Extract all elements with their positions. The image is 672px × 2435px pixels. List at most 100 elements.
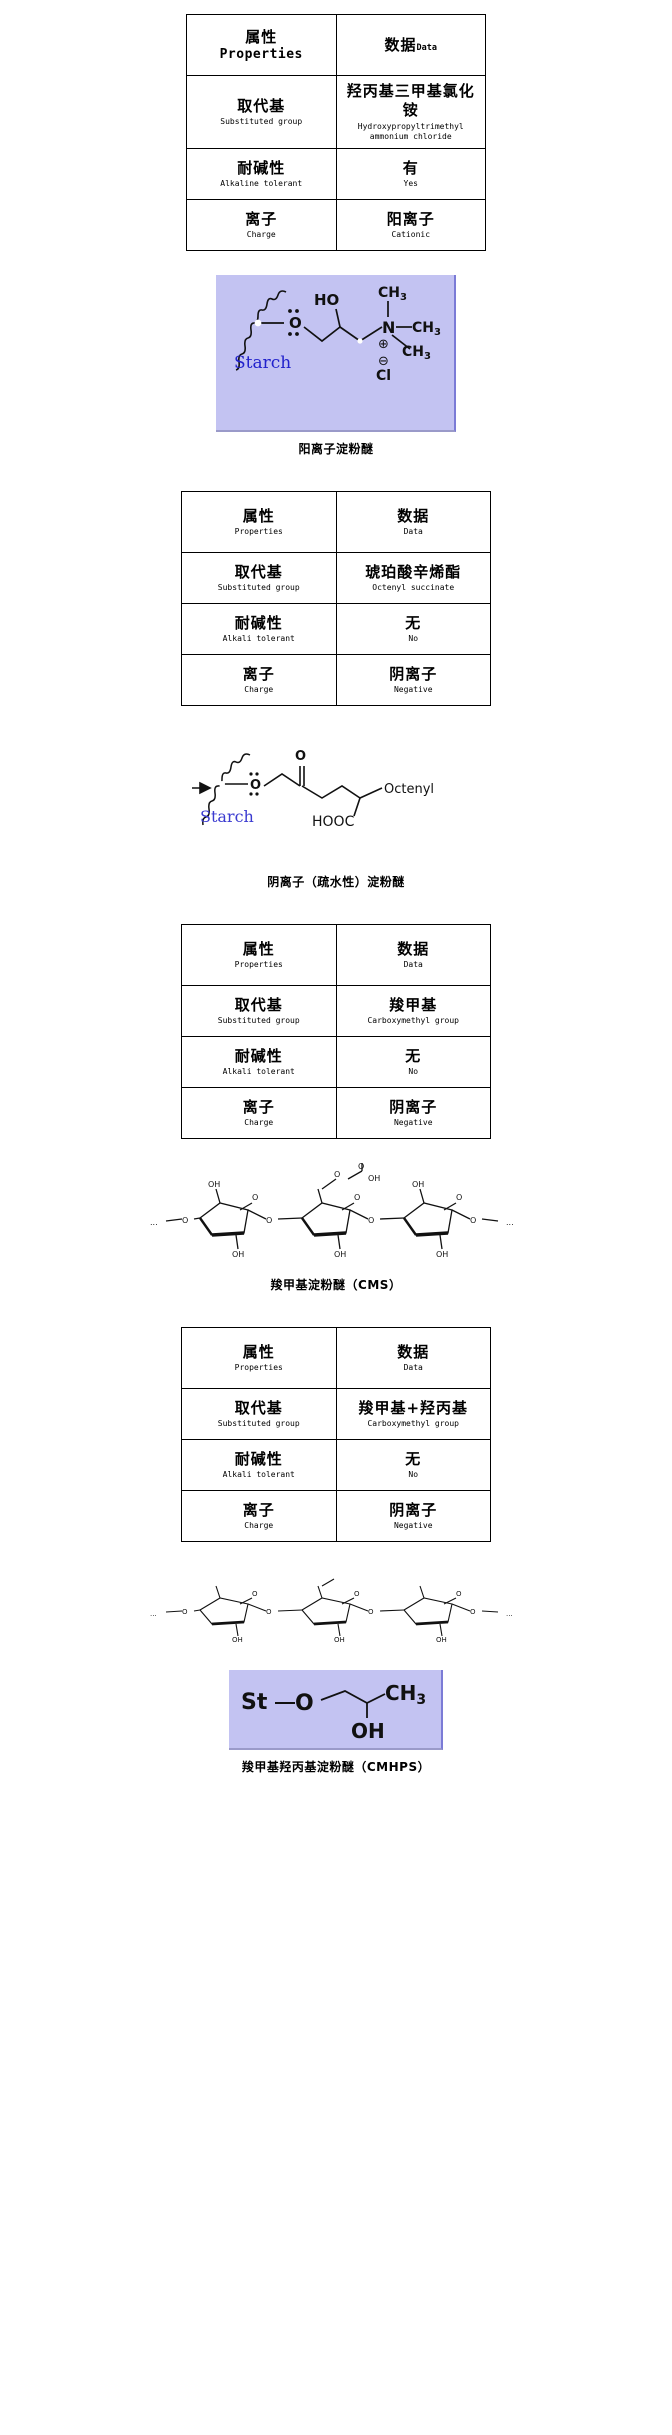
hydroxyl-label: OH — [232, 1250, 244, 1259]
oxygen-link-label: O — [368, 1608, 374, 1616]
figure-cationic-structure: O HO N CH3 CH3 CH3 ⊕ ⊖ Cl Starch — [216, 275, 456, 433]
table-row: 耐碱性 Alkaline tolerant 有 Yes — [186, 148, 486, 201]
value-en: No — [408, 1470, 419, 1480]
row-value-substituted-group: 羧甲基 Carboxymethyl group — [335, 985, 491, 1038]
label-en: Charge — [246, 230, 276, 240]
header-cell-properties: 属性 Properties — [181, 924, 337, 987]
header-en: Data — [416, 43, 437, 54]
value-cn: 羟丙基三甲基氯化铵 — [346, 82, 475, 119]
table-anionic-hydrophobic: 属性 Properties 数据 Data 取代基 Substituted gr… — [181, 491, 491, 707]
figure-cms-structure: ... O O O O ... O O O OH OH OH OH OH O O… — [126, 1163, 546, 1269]
cmhps-ring-chain-svg: ... O O O O ... O O O OH OH OH — [150, 1578, 513, 1644]
ring-oxygen-label: O — [252, 1590, 258, 1598]
hydroxyl-label: OH — [334, 1636, 345, 1644]
table-row: 取代基 Substituted group 羧甲基 Carboxymethyl … — [181, 985, 491, 1038]
table-row: 离子 Charge 阴离子 Negative — [181, 1087, 491, 1140]
header-cn: 数据 — [384, 36, 417, 55]
header-cn: 数据 — [397, 939, 430, 958]
value-cn: 无 — [405, 1449, 422, 1468]
header-cell-data: 数据Data — [335, 14, 486, 76]
label-cn: 离子 — [242, 1097, 275, 1116]
table-cationic: 属性 Properties 数据Data 取代基 Substituted gro… — [186, 14, 486, 252]
label-en: Substituted group — [220, 117, 303, 127]
hydroxyl-label: HO — [314, 291, 339, 309]
ring-oxygen-label: O — [354, 1193, 360, 1202]
label-en: Substituted group — [217, 1419, 300, 1429]
methyl-label-top: CH3 — [378, 285, 407, 303]
ring-oxygen-label: O — [456, 1193, 462, 1202]
nitrogen-label: N — [382, 318, 395, 337]
caption-cationic: 阳离子淀粉醚 — [298, 442, 374, 457]
ring-oxygen-label: O — [252, 1193, 258, 1202]
value-cn: 有 — [402, 158, 419, 177]
label-cn: 取代基 — [234, 995, 283, 1014]
header-en: Properties — [234, 1363, 283, 1373]
table-row: 取代基 Substituted group 羟丙基三甲基氯化铵 Hydroxyp… — [186, 74, 486, 150]
value-en: Carboxymethyl group — [367, 1016, 459, 1026]
ellipsis-right: ... — [506, 1218, 514, 1227]
ellipsis-right: ... — [506, 1610, 513, 1618]
label-cn: 耐碱性 — [237, 158, 286, 177]
value-en: Hydroxypropyltrimethyl ammonium chloride — [357, 121, 464, 141]
ring-oxygen-label: O — [354, 1590, 360, 1598]
label-en: Alkali tolerant — [222, 1470, 295, 1480]
table-row: 耐碱性 Alkali tolerant 无 No — [181, 603, 491, 656]
label-en: Substituted group — [217, 1016, 300, 1026]
row-label-substituted-group: 取代基 Substituted group — [186, 74, 337, 150]
value-cn: 阴离子 — [389, 664, 438, 683]
value-cn: 琥珀酸辛烯酯 — [365, 562, 462, 581]
cmhps-structure-svg: St O CH3 OH — [241, 1681, 426, 1743]
cms-structure-svg: ... O O O O ... O O O OH OH OH OH OH O O… — [150, 1163, 514, 1259]
header-cell-properties: 属性 Properties — [186, 14, 337, 76]
row-value-substituted-group: 羟丙基三甲基氯化铵 Hydroxypropyltrimethyl ammoniu… — [335, 74, 486, 150]
label-cn: 耐碱性 — [234, 613, 283, 632]
starch-abbrev-label: St — [241, 1690, 268, 1715]
oxygen-link-label: O — [182, 1216, 188, 1225]
table-row: 耐碱性 Alkali tolerant 无 No — [181, 1036, 491, 1089]
header-cn: 数据 — [397, 1342, 430, 1361]
chloride-label: Cl — [376, 368, 391, 384]
value-cn: 无 — [405, 1046, 422, 1065]
header-en: Properties — [234, 527, 283, 537]
value-en: No — [408, 634, 419, 644]
oxygen-label: O — [250, 778, 261, 793]
oxygen-link-label: O — [182, 1608, 188, 1616]
header-cn: 属性 — [242, 939, 275, 958]
row-label-substituted-group: 取代基 Substituted group — [181, 985, 337, 1038]
hydroxyl-label: OH — [351, 1719, 385, 1743]
row-value-charge: 阴离子 Negative — [335, 1490, 491, 1543]
label-en: Charge — [244, 1521, 274, 1531]
cationic-structure-svg: O HO N CH3 CH3 CH3 ⊕ ⊖ Cl Starch — [234, 285, 441, 384]
table-row: 取代基 Substituted group 羧甲基+羟丙基 Carboxymet… — [181, 1388, 491, 1441]
row-value-substituted-group: 羧甲基+羟丙基 Carboxymethyl group — [335, 1388, 491, 1441]
table-row: 耐碱性 Alkali tolerant 无 No — [181, 1439, 491, 1492]
oxygen-label: O — [295, 1691, 314, 1716]
hydroxyl-label: OH — [232, 1636, 243, 1644]
value-cn: 羧甲基 — [389, 995, 438, 1014]
oxygen-link-label: O — [266, 1608, 272, 1616]
hydroxyl-label: OH — [208, 1180, 220, 1189]
starch-label: Starch — [234, 353, 291, 373]
row-label-charge: 离子 Charge — [181, 1490, 337, 1543]
header-cn: 属性 — [245, 27, 278, 46]
oxygen-link-label: O — [470, 1608, 476, 1616]
table-row: 取代基 Substituted group 琥珀酸辛烯酯 Octenyl suc… — [181, 552, 491, 605]
figure-cmhps-ring-chain: ... O O O O ... O O O OH OH OH — [126, 1576, 546, 1647]
header-cell-data: 数据 Data — [335, 1327, 491, 1390]
row-label-charge: 离子 Charge — [181, 654, 337, 707]
methyl-label-right: CH3 — [412, 320, 441, 338]
header-cell-properties: 属性 Properties — [181, 491, 337, 554]
anionic-structure-svg: O O Octenyl HOOC Starch — [192, 749, 434, 830]
value-en: Negative — [393, 1118, 433, 1128]
row-value-alkaline-tolerant: 有 Yes — [335, 148, 486, 201]
value-cn: 无 — [405, 613, 422, 632]
figure-cmhps-structure: St O CH3 OH — [229, 1670, 443, 1751]
row-label-charge: 离子 Charge — [181, 1087, 337, 1140]
octenyl-label: Octenyl — [384, 782, 434, 797]
oxygen-link-label: O — [368, 1216, 374, 1225]
methyl-label-bottom: CH3 — [402, 344, 431, 362]
hydroxyl-label: OH — [412, 1180, 424, 1189]
value-cn: 阴离子 — [389, 1097, 438, 1116]
table-cms: 属性 Properties 数据 Data 取代基 Substituted gr… — [181, 924, 491, 1140]
row-value-charge: 阴离子 Negative — [335, 654, 491, 707]
